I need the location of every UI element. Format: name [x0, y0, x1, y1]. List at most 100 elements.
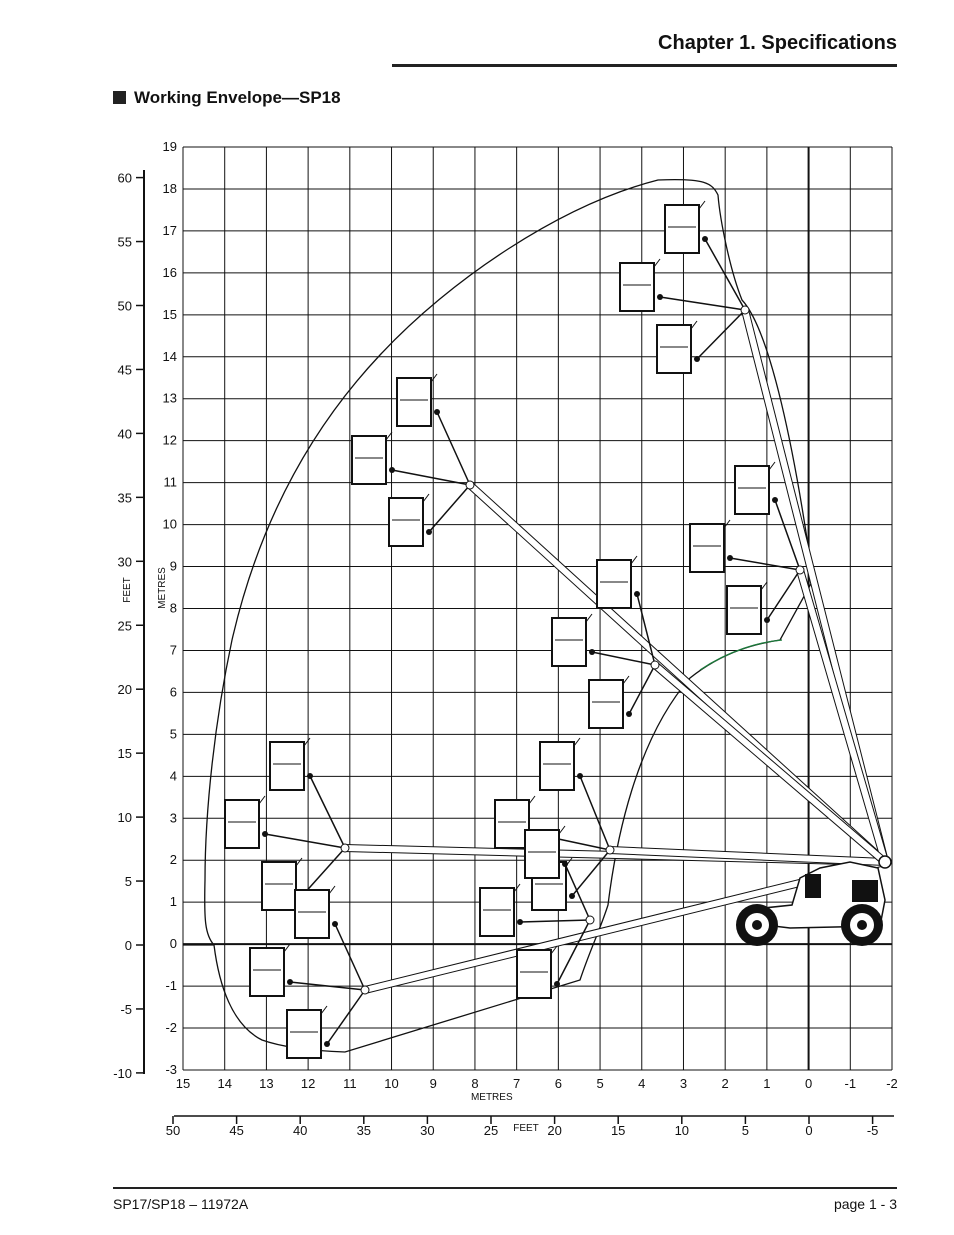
platform-joint — [324, 1041, 330, 1047]
platform-control — [723, 519, 731, 529]
jib-arm — [696, 309, 746, 360]
metres-y-tick-label: 15 — [163, 307, 177, 322]
feet-x-tick-label: 5 — [742, 1123, 749, 1138]
platform-control — [573, 737, 581, 747]
platform-icon — [294, 885, 338, 939]
jib-arm — [729, 557, 801, 571]
feet-x-tick-label: 20 — [547, 1123, 561, 1138]
metres-x-tick-label: 3 — [680, 1076, 687, 1091]
platform-joint — [332, 921, 338, 927]
feet-y-axis-label: FEET — [122, 577, 133, 603]
metres-y-tick-label: -2 — [165, 1020, 177, 1035]
platform-basket — [689, 523, 725, 573]
turntable-pivot — [878, 855, 892, 869]
machine-counterweight — [805, 874, 821, 898]
chapter-title: Chapter 1. Specifications — [658, 32, 897, 54]
feet-y-tick-label: 50 — [118, 299, 132, 314]
platform-joint — [657, 294, 663, 300]
platform-icon — [664, 200, 708, 254]
platform-basket — [664, 204, 700, 254]
feet-y-tick-label: -5 — [120, 1002, 132, 1017]
platform-basket — [516, 949, 552, 999]
platform-control — [585, 613, 593, 623]
jib-arm — [428, 484, 471, 533]
platform-basket — [479, 887, 515, 937]
platform-icon — [388, 493, 432, 547]
section-title-text: Working Envelope—SP18 — [134, 88, 341, 107]
metres-y-tick-label: 14 — [163, 349, 177, 364]
metres-x-tick-label: 4 — [638, 1076, 645, 1091]
platform-joint — [562, 861, 568, 867]
metres-y-tick-label: 4 — [170, 768, 177, 783]
platform-icon — [479, 883, 523, 937]
platform-joint — [626, 711, 632, 717]
platform-icon — [269, 737, 313, 791]
metres-y-axis-label: METRES — [157, 567, 168, 609]
feet-x-tick-label: 35 — [357, 1123, 371, 1138]
jib-arm — [309, 775, 346, 849]
feet-x-tick-label: 45 — [229, 1123, 243, 1138]
metres-y-tick-label: 6 — [170, 684, 177, 699]
top-rule — [392, 64, 897, 67]
platform-icon — [224, 795, 268, 849]
footer-doc-id: SP17/SP18 – 11972A — [113, 1196, 249, 1212]
platform-basket — [656, 324, 692, 374]
platform-basket — [388, 497, 424, 547]
metres-y-tick-label: 3 — [170, 810, 177, 825]
feet-y-tick-label: 55 — [118, 235, 132, 250]
jib-arm — [579, 775, 611, 851]
platform-icon — [351, 431, 395, 485]
jib-arm — [519, 919, 591, 923]
jib-arm — [436, 411, 471, 486]
metres-y-tick-label: 8 — [170, 601, 177, 616]
jib-arm — [659, 296, 746, 311]
metres-x-axis-label: METRES — [471, 1092, 513, 1103]
feet-x-axis-label: FEET — [513, 1123, 539, 1134]
metres-y-tick-label: 18 — [163, 181, 177, 196]
platform-icon — [524, 825, 568, 879]
feet-y-tick-label: 15 — [118, 746, 132, 761]
grid-lines — [182, 146, 893, 1071]
metres-y-tick-label: 19 — [163, 139, 177, 154]
jib-pivot — [585, 915, 595, 925]
metres-y-tick-label: 16 — [163, 265, 177, 280]
platform-control — [303, 737, 311, 747]
jib-arm — [636, 593, 656, 666]
platform-basket — [294, 889, 330, 939]
platform-joint — [262, 831, 268, 837]
platform-icon — [656, 320, 700, 374]
platform-joint — [589, 649, 595, 655]
feet-y-tick-label: 20 — [118, 682, 132, 697]
platform-basket — [551, 617, 587, 667]
metres-y-tick-label: 7 — [170, 642, 177, 657]
jib-arm — [326, 989, 366, 1045]
metres-x-tick-label: 5 — [596, 1076, 603, 1091]
platform-control — [295, 857, 303, 867]
platform-basket — [726, 585, 762, 635]
feet-y-tick-label: 10 — [118, 810, 132, 825]
feet-y-tick-label: 0 — [125, 938, 132, 953]
platform-control — [630, 555, 638, 565]
metres-x-tick-label: 11 — [343, 1076, 357, 1091]
platform-joint — [426, 529, 432, 535]
platform-icon — [619, 258, 663, 312]
platform-joint — [634, 591, 640, 597]
metres-x-tick-label: 10 — [384, 1076, 398, 1091]
metres-x-tick-label: 2 — [722, 1076, 729, 1091]
metres-y-tick-label: 5 — [170, 726, 177, 741]
metres-y-tick-label: 17 — [163, 223, 177, 238]
platform-basket — [596, 559, 632, 609]
metres-x-tick-label: 1 — [763, 1076, 770, 1091]
platform-basket — [269, 741, 305, 791]
platform-joint — [764, 617, 770, 623]
wheel-axle — [857, 920, 867, 930]
platform-joint — [554, 981, 560, 987]
metres-x-tick-label: -2 — [886, 1076, 898, 1091]
metres-x-tick-label: 15 — [176, 1076, 190, 1091]
platform-joint — [772, 497, 778, 503]
platform-control — [768, 461, 776, 471]
jib-arm — [391, 469, 471, 486]
feet-y-tick-label: 35 — [118, 490, 132, 505]
envelope-boundary — [183, 178, 814, 1053]
